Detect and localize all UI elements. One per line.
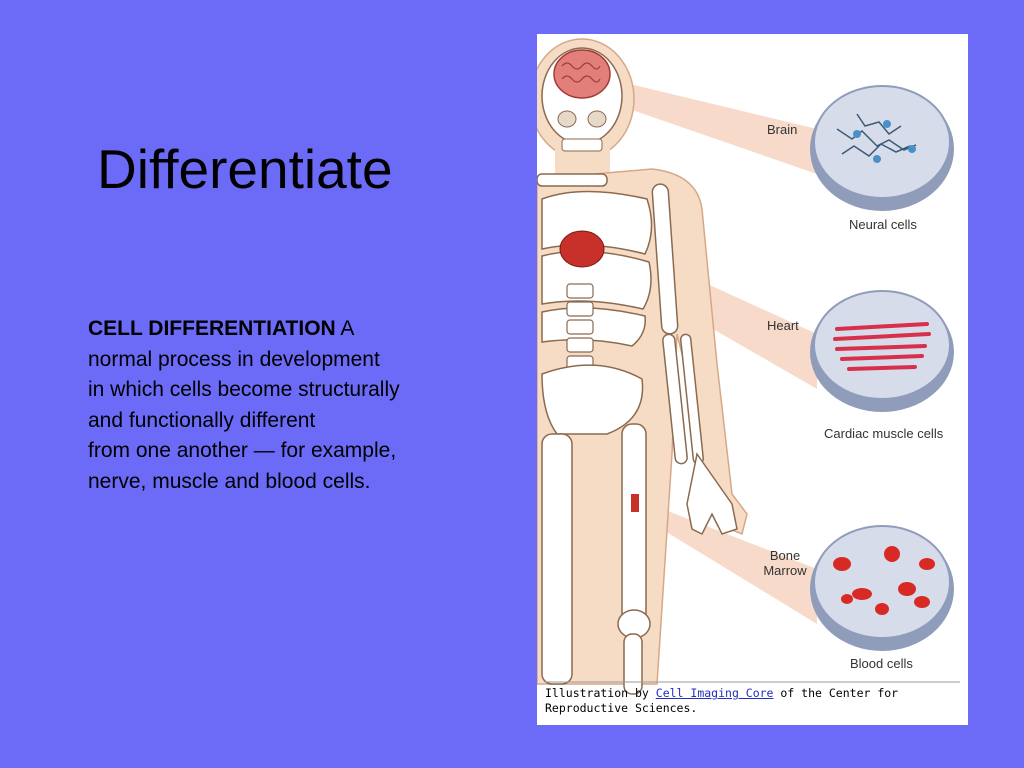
arm-bones [651,183,738,536]
pelvis [541,364,644,435]
illustration-caption: Illustration by Cell Imaging Core of the… [545,686,965,716]
heart-dish [810,290,954,412]
blood-dish [810,525,954,651]
heart-label: Heart [767,318,799,333]
caption-prefix: Illustration by [545,686,656,700]
definition-line: in which cells become structurally [88,378,400,401]
marrow-beam [637,499,817,624]
heart-organ [559,230,605,268]
cardiac-cells-label: Cardiac muscle cells [824,426,944,441]
brain-dish [810,85,954,211]
cell-imaging-core-link[interactable]: Cell Imaging Core [655,686,774,700]
bone-marrow-organ [631,494,639,512]
anatomy-svg [537,38,960,695]
brain-organ [553,49,611,99]
blood-cells-label: Blood cells [850,656,913,671]
definition-line: from one another — for example, [88,439,397,462]
neural-cells-label: Neural cells [849,217,917,232]
caption-line2: Reproductive Sciences. [545,701,698,715]
definition-line: nerve, muscle and blood cells. [88,469,371,493]
definition-line: normal process in development [88,347,380,371]
brain-beam [609,79,817,174]
leg-bones [541,423,651,695]
definition-term: CELL DIFFERENTIATION [88,317,336,340]
caption-suffix: of the Center for [773,686,899,700]
slide-title: Differentiate [97,138,393,200]
bone-marrow-label: Bone Marrow [763,548,807,578]
brain-label: Brain [767,122,798,137]
cell-differentiation-illustration: Brain Neural cells Heart Cardiac muscle … [537,34,968,725]
spine [566,283,594,371]
definition-line: and functionally different [88,408,316,432]
definition-line: A [335,317,355,340]
